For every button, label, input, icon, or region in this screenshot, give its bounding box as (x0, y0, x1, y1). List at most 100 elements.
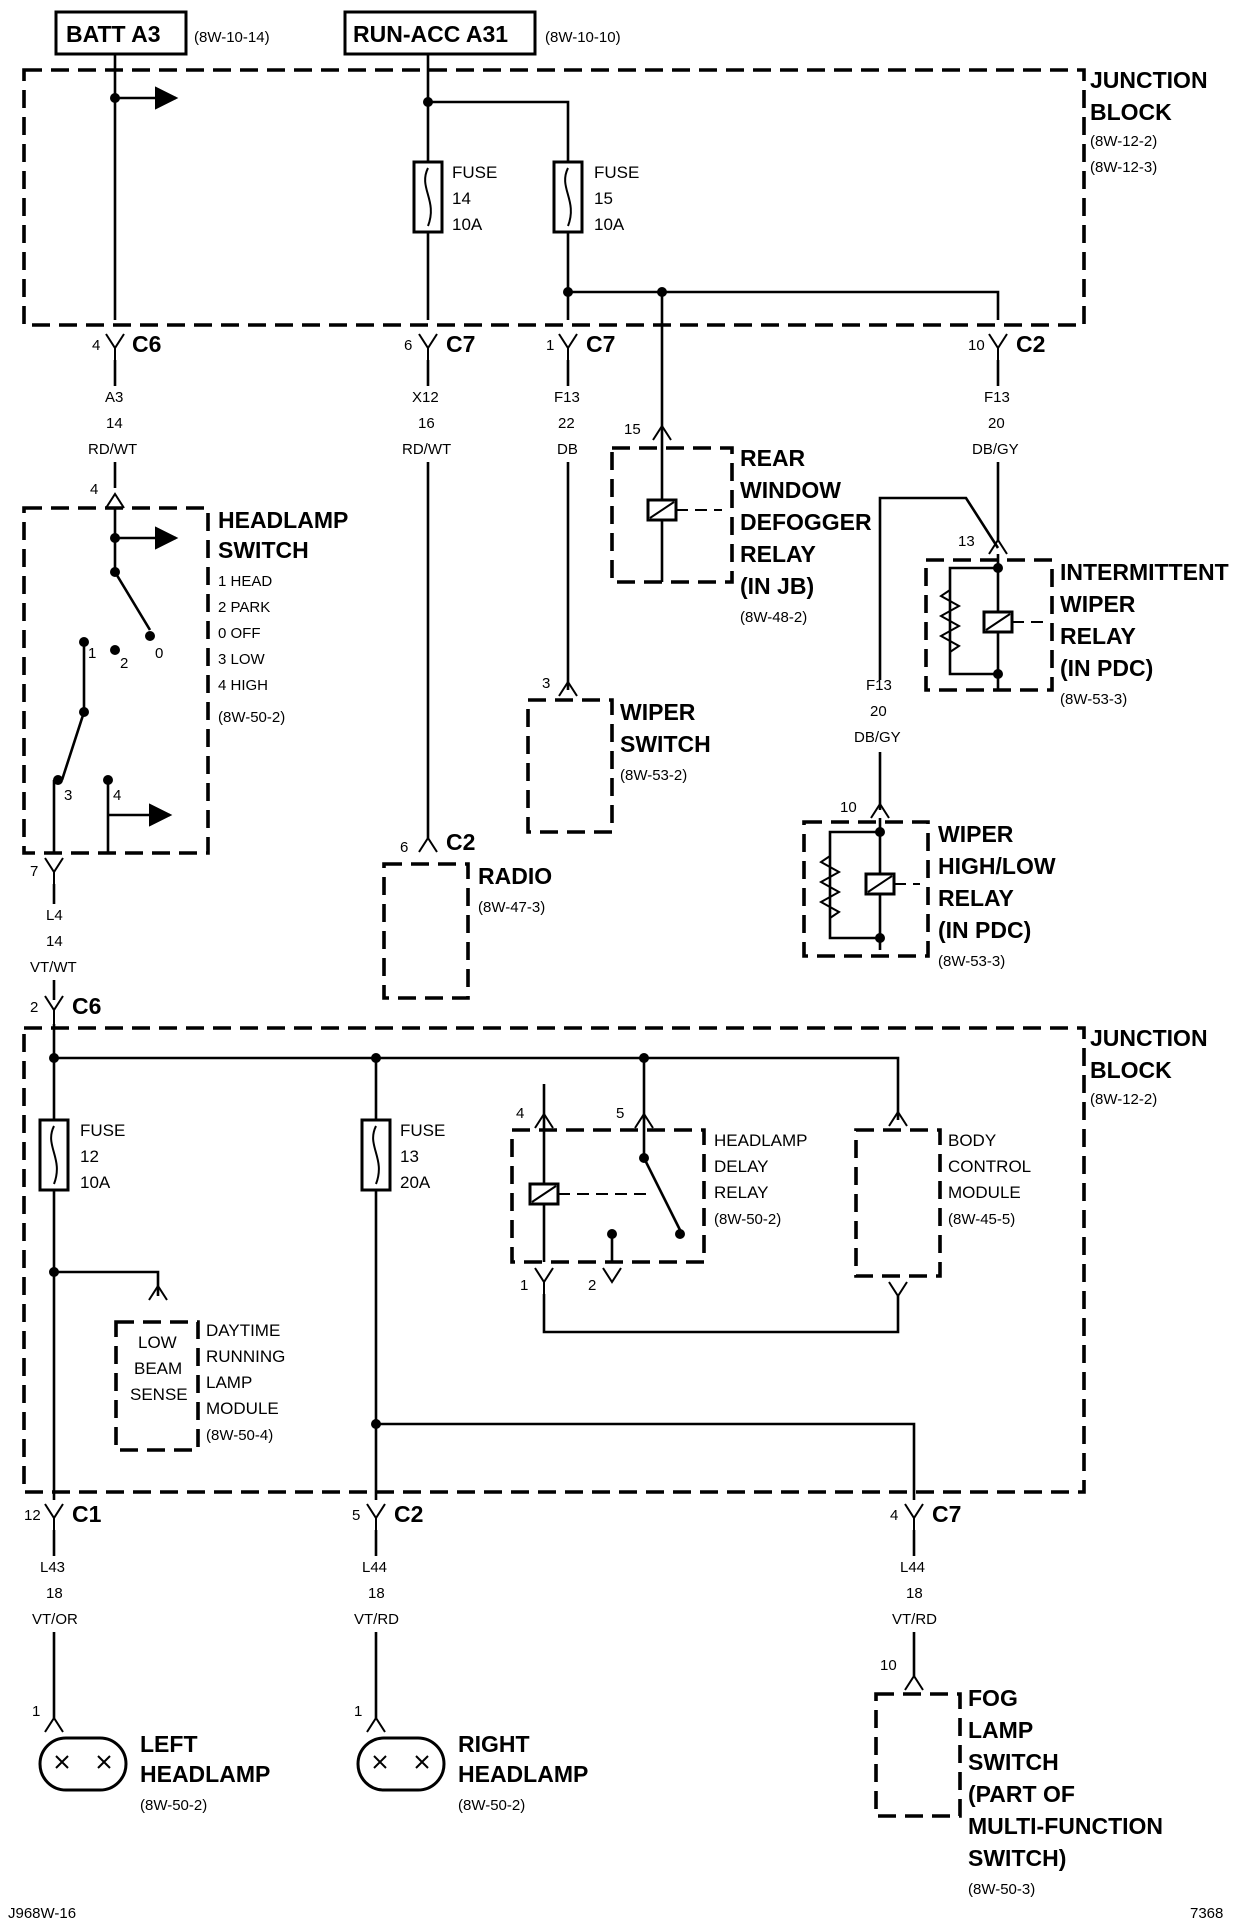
wire-l43-label: L43 18 VT/OR (32, 1559, 78, 1628)
svg-text:(8W-10-10): (8W-10-10) (545, 29, 621, 46)
svg-text:BODY: BODY (948, 1131, 996, 1150)
connector-c2-bottom: 5 C2 (352, 1501, 423, 1530)
footer-left-code: J968W-16 (8, 1905, 76, 1922)
svg-text:0: 0 (155, 645, 163, 662)
svg-text:4: 4 (113, 787, 121, 804)
svg-text:FUSE: FUSE (452, 163, 497, 182)
svg-text:BATT A3: BATT A3 (66, 21, 161, 47)
left-headlamp: 1 LEFT HEADLAMP (8W-50-2) (32, 1703, 270, 1814)
svg-text:(8W-10-14): (8W-10-14) (194, 29, 270, 46)
svg-text:CONTROL: CONTROL (948, 1157, 1031, 1176)
svg-text:RD/WT: RD/WT (402, 441, 451, 458)
svg-text:4: 4 (90, 481, 98, 498)
svg-text:C6: C6 (72, 993, 101, 1019)
svg-text:10A: 10A (452, 215, 483, 234)
svg-text:(8W-53-3): (8W-53-3) (938, 953, 1005, 970)
svg-text:SWITCH: SWITCH (218, 537, 309, 563)
svg-text:13: 13 (958, 533, 975, 550)
svg-text:(8W-50-2): (8W-50-2) (218, 709, 285, 726)
svg-text:15: 15 (594, 189, 613, 208)
svg-text:2: 2 (588, 1277, 596, 1294)
svg-text:JUNCTION: JUNCTION (1090, 67, 1208, 93)
svg-text:12: 12 (24, 1507, 41, 1524)
svg-text:(8W-53-2): (8W-53-2) (620, 767, 687, 784)
svg-text:BLOCK: BLOCK (1090, 1057, 1172, 1083)
svg-text:(8W-48-2): (8W-48-2) (740, 609, 807, 626)
svg-text:20: 20 (988, 415, 1005, 432)
svg-text:4: 4 (92, 337, 100, 354)
svg-text:C7: C7 (586, 331, 615, 357)
svg-text:14: 14 (106, 415, 123, 432)
svg-text:18: 18 (906, 1585, 923, 1602)
svg-text:3: 3 (542, 675, 550, 692)
svg-text:LAMP: LAMP (206, 1373, 252, 1392)
svg-text:FOG: FOG (968, 1685, 1018, 1711)
svg-text:14: 14 (452, 189, 471, 208)
svg-text:LOW: LOW (138, 1333, 177, 1352)
svg-text:12: 12 (80, 1147, 99, 1166)
svg-text:BLOCK: BLOCK (1090, 99, 1172, 125)
svg-text:X12: X12 (412, 389, 439, 406)
svg-text:(8W-50-3): (8W-50-3) (968, 1881, 1035, 1898)
svg-text:F13: F13 (554, 389, 580, 406)
svg-text:A3: A3 (105, 389, 123, 406)
wire-x12-label: X12 16 RD/WT (402, 389, 451, 458)
svg-text:5: 5 (616, 1105, 624, 1122)
connector-c2-top: 10 C2 (968, 331, 1045, 360)
svg-text:L4: L4 (46, 907, 63, 924)
svg-text:4: 4 (890, 1507, 898, 1524)
svg-text:4 HIGH: 4 HIGH (218, 677, 268, 694)
svg-text:LEFT: LEFT (140, 1731, 198, 1757)
connector-c6-bottom: 2 C6 (30, 993, 101, 1024)
svg-text:15: 15 (624, 421, 641, 438)
wire-l44-label-right: L44 18 VT/RD (354, 1559, 399, 1628)
svg-text:6: 6 (400, 839, 408, 856)
svg-text:BEAM: BEAM (134, 1359, 182, 1378)
svg-text:10: 10 (968, 337, 985, 354)
svg-text:RELAY: RELAY (938, 885, 1014, 911)
connector-c7-bottom: 4 C7 (890, 1501, 961, 1530)
wiper-high-low-relay: 10 WIPER HIGH/LOW RELAY (IN PDC) (8W-53-… (802, 799, 1056, 970)
svg-text:3 LOW: 3 LOW (218, 651, 266, 668)
svg-text:14: 14 (46, 933, 63, 950)
rear-window-defogger-relay: 15 REAR WINDOW DEFOGGER RELAY (IN JB) (8… (610, 421, 872, 626)
svg-text:3: 3 (64, 787, 72, 804)
svg-text:(8W-12-3): (8W-12-3) (1090, 159, 1157, 176)
svg-text:C6: C6 (132, 331, 161, 357)
connector-c6-top: 4 C6 (92, 331, 161, 360)
svg-text:RADIO: RADIO (478, 863, 552, 889)
svg-text:HIGH/LOW: HIGH/LOW (938, 853, 1056, 879)
footer-right-code: 7368 (1190, 1905, 1223, 1922)
connector-c1: 12 C1 (24, 1501, 102, 1530)
svg-text:VT/RD: VT/RD (892, 1611, 937, 1628)
svg-text:20A: 20A (400, 1173, 431, 1192)
fuse-14: FUSE 14 10A (412, 160, 497, 234)
headlamp-switch: 4 1 2 0 3 4 HEADLAMP SWITCH 1 HEAD 2 PAR… (22, 481, 348, 884)
svg-text:L44: L44 (362, 1559, 387, 1576)
svg-text:22: 22 (558, 415, 575, 432)
svg-text:HEADLAMP: HEADLAMP (218, 507, 348, 533)
svg-text:DEFOGGER: DEFOGGER (740, 509, 872, 535)
svg-text:C2: C2 (394, 1501, 423, 1527)
svg-text:2: 2 (120, 655, 128, 672)
svg-text:RELAY: RELAY (714, 1183, 769, 1202)
svg-text:REAR: REAR (740, 445, 806, 471)
svg-text:MODULE: MODULE (206, 1399, 279, 1418)
svg-text:WIPER: WIPER (1060, 591, 1136, 617)
svg-text:16: 16 (418, 415, 435, 432)
svg-text:F13: F13 (984, 389, 1010, 406)
svg-text:6: 6 (404, 337, 412, 354)
svg-text:VT/OR: VT/OR (32, 1611, 78, 1628)
svg-text:(8W-50-2): (8W-50-2) (140, 1797, 207, 1814)
svg-text:(8W-12-2): (8W-12-2) (1090, 133, 1157, 150)
svg-text:(PART OF: (PART OF (968, 1781, 1075, 1807)
svg-text:SWITCH): SWITCH) (968, 1845, 1066, 1871)
svg-text:C1: C1 (72, 1501, 102, 1527)
svg-text:MODULE: MODULE (948, 1183, 1021, 1202)
wire-f13-dbgy-label-2: F13 20 DB/GY (854, 677, 901, 746)
junction-block-bottom: JUNCTION BLOCK (8W-12-2) (22, 1025, 1208, 1494)
wire-a3-label: A3 14 RD/WT (88, 389, 137, 458)
svg-text:DAYTIME: DAYTIME (206, 1321, 280, 1340)
body-control-module: BODY CONTROL MODULE (8W-45-5) (854, 1110, 1031, 1298)
svg-text:18: 18 (46, 1585, 63, 1602)
